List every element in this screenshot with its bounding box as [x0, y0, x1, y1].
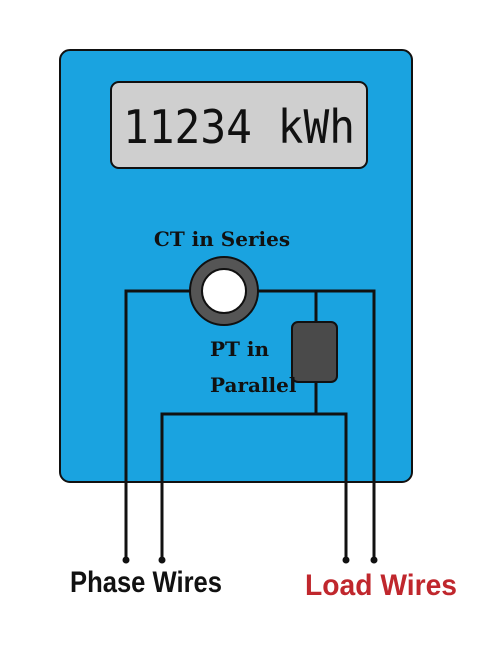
- load-wires-label: Load Wires: [305, 569, 457, 602]
- pt-block: [291, 321, 338, 383]
- phase-wires-label: Phase Wires: [70, 566, 222, 599]
- terminal-dot: [158, 556, 166, 564]
- pt-label-line1: PT in: [210, 337, 269, 361]
- load-wire-outer: [258, 289, 376, 560]
- terminal-dot: [370, 556, 378, 564]
- meter-reading: 11234 kWh: [123, 100, 355, 154]
- terminal-dot: [342, 556, 350, 564]
- phase-wire-1: [124, 289, 190, 560]
- terminal-dot: [122, 556, 130, 564]
- phase-wire-2: [160, 412, 348, 560]
- meter-display: [110, 81, 368, 169]
- ct-ring-hole: [201, 268, 247, 314]
- wire-terminals: [122, 556, 378, 564]
- ct-label: CT in Series: [154, 227, 290, 251]
- pt-label-line2: Parallel: [210, 373, 297, 397]
